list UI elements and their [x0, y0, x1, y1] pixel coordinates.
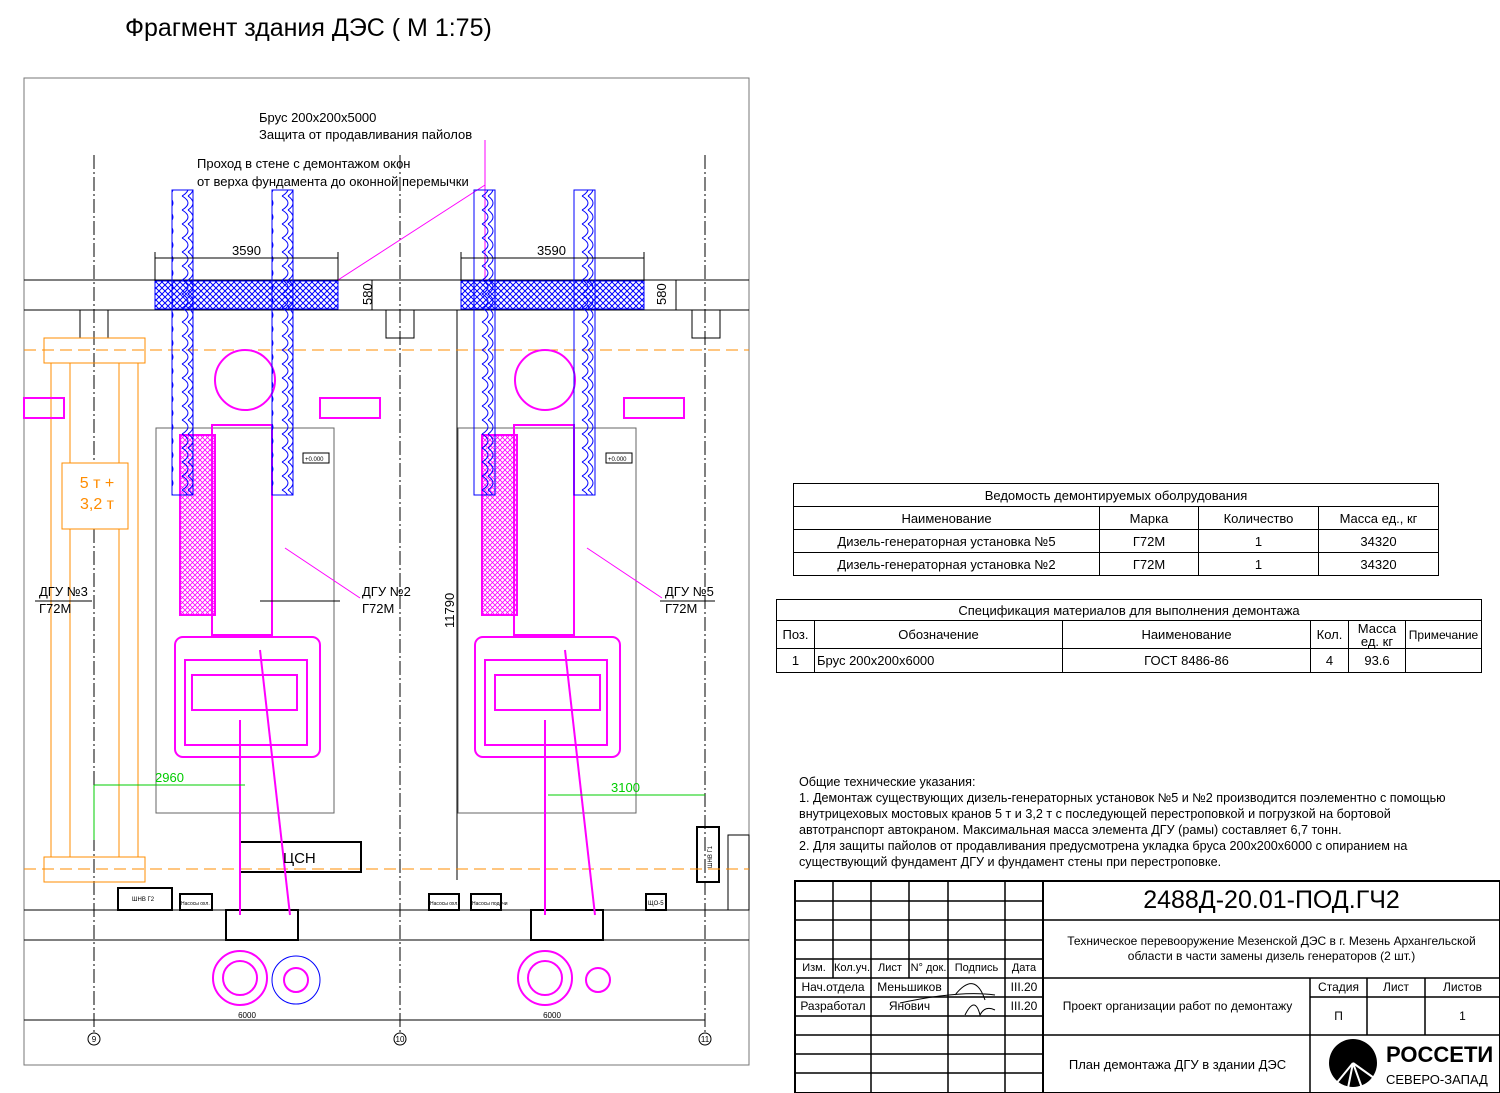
document-name: Проект организации работ по демонтажу: [1062, 999, 1293, 1013]
axis-label: 11: [701, 1035, 710, 1044]
dim-bay-left: 6000: [238, 1011, 256, 1020]
dim-bay-right: 6000: [543, 1011, 561, 1020]
sheet-label: Лист: [1382, 980, 1410, 994]
dim-wall-left: 580: [360, 283, 375, 305]
tb-header: Дата: [1011, 962, 1037, 974]
col-header: Наименование: [793, 506, 1100, 530]
unit-name: ДГУ №3: [39, 584, 88, 599]
col-header: Масса ед., кг: [1318, 506, 1439, 530]
equipment-table: Ведомость демонтируемых оболрудования На…: [793, 483, 1439, 576]
pumps-label: Насосы охл.: [181, 901, 210, 907]
dim-gap-right: 3100: [611, 780, 640, 795]
shnv2-label: ШНВ Г2: [132, 897, 155, 903]
person-name: Янович: [888, 999, 931, 1013]
pumps-label: Насосы охл.: [430, 901, 459, 907]
dgu-2-engine: [174, 349, 381, 1006]
axis-label: 10: [396, 1035, 405, 1044]
unit-model: Г72М: [362, 601, 394, 616]
unit-model: Г72М: [665, 601, 697, 616]
date: III.20: [1010, 999, 1038, 1013]
drawing-title: Фрагмент здания ДЭС ( М 1:75): [125, 14, 492, 42]
unit-name: ДГУ №2: [362, 584, 411, 599]
crane-capacity: 5 т +: [80, 475, 114, 492]
note-item: 1. Демонтаж существующих дизель-генерато…: [799, 791, 1446, 837]
dim-height: 11790: [442, 593, 457, 628]
role: Разработал: [800, 999, 866, 1013]
dim-width-left: 3590: [232, 243, 261, 258]
col-header: Наименование: [1062, 620, 1311, 649]
person-name: Меньшиков: [877, 980, 942, 994]
col-header: Марка: [1099, 506, 1199, 530]
axis-label: 9: [92, 1035, 97, 1044]
sheets-label: Листов: [1443, 980, 1482, 994]
shnv1-label: ШНВ Г1: [708, 845, 714, 868]
dim-wall-right: 580: [654, 283, 669, 305]
unit-name: ДГУ №5: [665, 584, 714, 599]
notes-heading: Общие технические указания:: [799, 775, 976, 789]
sheet-value: [1367, 997, 1425, 1035]
tb-header: Подпись: [954, 962, 999, 974]
logo-text: РОССЕТИ: [1386, 1042, 1494, 1067]
stage-label: Стадия: [1318, 980, 1359, 994]
col-header: Поз.: [776, 620, 815, 649]
table-title: Ведомость демонтируемых оболрудования: [793, 483, 1439, 507]
col-header: Кол.: [1310, 620, 1349, 649]
tb-header: N° док.: [910, 962, 947, 974]
shch-label: ЩО-5: [648, 901, 664, 907]
level-mark: +0.000: [305, 457, 324, 463]
dim-width-right: 3590: [537, 243, 566, 258]
callout-passage: Проход в стене с демонтажом окон: [197, 156, 411, 171]
pumps-label: Насосы подачи: [472, 901, 508, 907]
col-header: Примечание: [1405, 620, 1482, 649]
general-notes: Общие технические указания: 1. Демонтаж …: [799, 774, 1479, 870]
callout-beam: Брус 200х200х5000: [259, 110, 376, 125]
sheet-name: План демонтажа ДГУ в здании ДЭС: [1068, 1056, 1287, 1072]
tb-header: Изм.: [802, 962, 826, 974]
tsn-label: ЦСН: [283, 850, 316, 867]
level-mark: +0.000: [608, 457, 627, 463]
document-code: 2488Д-20.01-ПОД.ГЧ2: [1143, 886, 1400, 914]
table-title: Спецификация материалов для выполнения д…: [776, 599, 1482, 621]
drawing-frame: [23, 77, 750, 1066]
date: III.20: [1010, 980, 1038, 994]
col-header: Обозначение: [814, 620, 1063, 649]
unit-model: Г72М: [39, 601, 71, 616]
role: Нач.отдела: [801, 980, 865, 994]
col-header: Масса ед. кг: [1348, 620, 1406, 649]
tb-header: Лист: [878, 962, 902, 974]
project-name: Техническое перевооружение Мезенской ДЭС…: [1067, 934, 1476, 963]
tb-header: Кол.уч.: [833, 962, 871, 974]
note-item: 2. Для защиты пайолов от продавливания п…: [799, 839, 1408, 869]
dim-gap-left: 2960: [155, 770, 184, 785]
callout-beam: Защита от продавливания пайолов: [259, 127, 472, 142]
materials-table: Спецификация материалов для выполнения д…: [776, 599, 1482, 673]
col-header: Количество: [1198, 506, 1319, 530]
stage-value: П: [1334, 1008, 1343, 1023]
sheets-value: 1: [1459, 1008, 1466, 1023]
crane-capacity: 3,2 т: [80, 496, 115, 513]
logo-subtext: СЕВЕРО-ЗАПАД: [1386, 1072, 1488, 1087]
callout-passage: от верха фундамента до оконной перемычки: [197, 174, 469, 189]
